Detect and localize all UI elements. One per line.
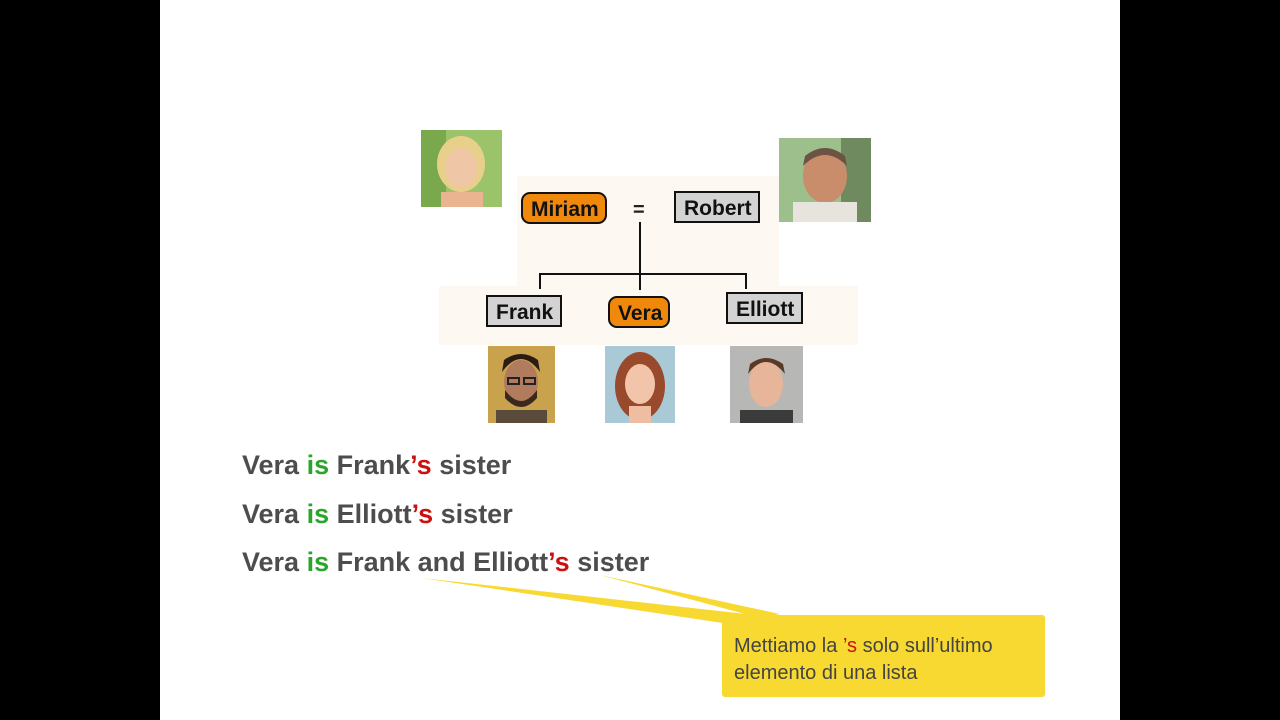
callout-note: Mettiamo la ’s solo sull’ultimo elemento… [722,615,1045,697]
noun: sister [577,547,650,577]
owner: Frank and Elliott [336,547,549,577]
callout-pointer [422,575,800,630]
possessive: ’s [410,450,432,480]
noun: sister [439,450,512,480]
photo-frank [488,346,555,423]
elliott-connector [745,273,747,289]
subject: Vera [242,547,300,577]
callout-text-after: solo sull’ultimo [857,635,993,657]
subject: Vera [242,450,300,480]
photo-elliott [730,346,803,423]
verb: is [306,499,330,529]
callout-highlight: ’s [842,635,858,657]
noun: sister [440,499,513,529]
possessive: ’s [548,547,570,577]
sentence-1: Vera is Frank’s sister [242,450,511,481]
node-frank: Frank [486,295,562,327]
marriage-descent-line [639,222,641,290]
node-vera: Vera [608,296,670,328]
frank-connector [539,273,541,289]
photo-robert [779,138,871,222]
verb: is [306,547,330,577]
callout-text-before: Mettiamo la [734,635,843,657]
sibling-bar [539,273,747,275]
slide: Miriam = Robert Frank Vera Elliott Vera … [160,0,1120,720]
sentence-2: Vera is Elliott’s sister [242,499,513,530]
photo-vera [605,346,675,423]
callout-line2: elemento di una lista [734,662,918,684]
marriage-symbol: = [633,199,645,221]
node-robert: Robert [674,191,760,223]
photo-miriam [421,130,502,207]
subject: Vera [242,499,300,529]
verb: is [306,450,330,480]
possessive: ’s [411,499,434,529]
owner: Frank [336,450,411,480]
node-miriam: Miriam [521,192,607,224]
node-elliott: Elliott [726,292,803,324]
sentence-3: Vera is Frank and Elliott’s sister [242,547,649,578]
owner: Elliott [336,499,412,529]
